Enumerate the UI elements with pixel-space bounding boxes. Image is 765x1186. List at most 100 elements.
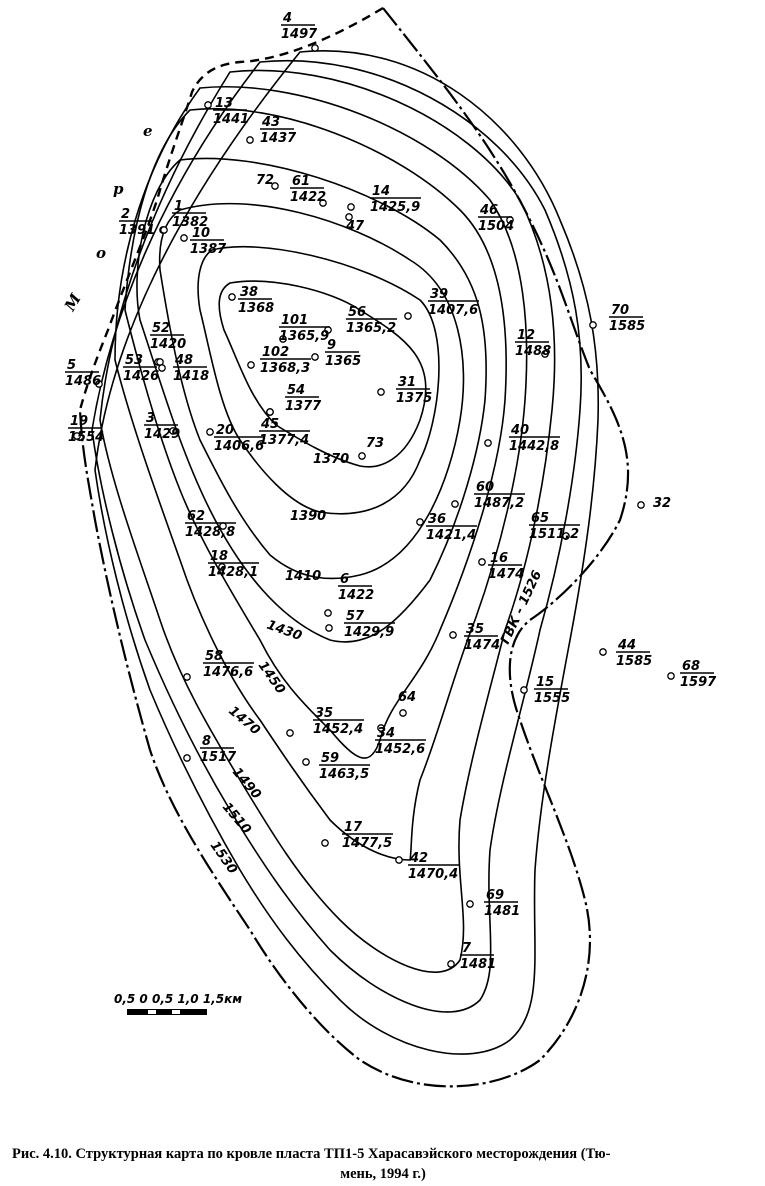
well-marker [169, 427, 177, 435]
well-46: 64 [398, 690, 416, 717]
well-number: 70 [611, 303, 629, 318]
well-marker [311, 44, 319, 52]
well-number: 3 [146, 411, 155, 426]
contour-label-1410: 1410 [285, 569, 321, 584]
well-number: 56 [348, 305, 366, 320]
contour-1510 [91, 59, 582, 1013]
well-number: 13 [215, 96, 233, 111]
well-depth: 1474 [464, 638, 500, 653]
well-marker [637, 501, 645, 509]
well-number: 64 [398, 690, 416, 705]
well-number: 69 [486, 888, 504, 903]
well-marker [667, 672, 675, 680]
well-marker [204, 101, 212, 109]
well-number: 34 [377, 726, 395, 741]
well-number: 6 [340, 572, 349, 587]
well-depth: 1452,6 [375, 742, 425, 757]
well-depth: 1477,5 [342, 836, 392, 851]
well-number: 68 [682, 659, 700, 674]
well-depth: 1488 [515, 344, 551, 359]
well-depth: 1487,2 [474, 496, 524, 511]
sea-letter-3: р [113, 180, 124, 198]
gwc-line [78, 7, 630, 1088]
well-number: 32 [653, 496, 671, 511]
contour-1470 [114, 86, 528, 861]
well-number: 35 [315, 706, 333, 721]
well-depth: 1422 [338, 588, 374, 603]
well-depth: 1365,2 [346, 321, 396, 336]
well-number: 60 [476, 480, 494, 495]
well-number: 7 [462, 941, 472, 956]
well-marker [599, 648, 607, 656]
well-depth: 1474 [488, 567, 524, 582]
well-depth: 1504 [478, 219, 514, 234]
well-number: 62 [187, 509, 205, 524]
well-marker [395, 856, 403, 864]
well-depth: 1481 [460, 957, 496, 972]
well-depth: 1497 [281, 27, 318, 42]
well-number: 73 [366, 436, 384, 451]
well-depth: 1452,4 [313, 722, 363, 737]
well-depth: 1422 [290, 190, 326, 205]
well-marker [324, 609, 332, 617]
well-marker [160, 226, 168, 234]
well-marker [319, 199, 327, 207]
well-marker [183, 673, 191, 681]
well-marker [377, 724, 385, 732]
contour-label-1510: 1510 [219, 800, 254, 837]
well-marker [247, 361, 255, 369]
well-depth: 1421,4 [426, 528, 476, 543]
well-depth: 1368,3 [260, 361, 310, 376]
well-number: 101 [281, 313, 308, 328]
well-marker [399, 709, 407, 717]
well-number: 19 [70, 414, 88, 429]
well-depth: 1511,2 [529, 527, 579, 542]
well-number: 18 [210, 549, 228, 564]
well-marker [358, 452, 366, 460]
well-depth: 1407,6 [428, 303, 478, 318]
well-marker [302, 758, 310, 766]
well-number: 48 [174, 353, 193, 368]
well-33: 32 [637, 496, 671, 511]
contour-1370 [218, 280, 427, 468]
sea-letter-1: М [60, 290, 85, 315]
well-marker [404, 312, 412, 320]
well-marker [345, 213, 353, 221]
well-depth: 1429,9 [344, 625, 394, 640]
well-number: 42 [409, 851, 428, 866]
well-depth: 1481 [484, 904, 520, 919]
well-depth: 1387 [190, 242, 227, 257]
well-marker [484, 439, 492, 447]
well-number: 58 [205, 649, 223, 664]
well-marker [449, 631, 457, 639]
caption-line-2: мень, 1994 г.) [340, 1166, 426, 1182]
scale-bar-ruler [127, 1009, 207, 1015]
